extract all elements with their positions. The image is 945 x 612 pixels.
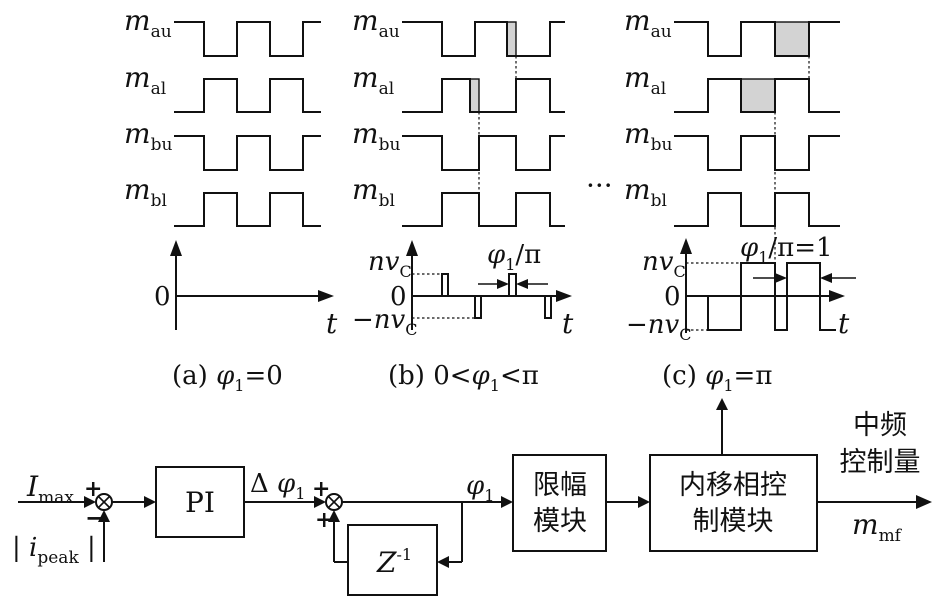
panel-b-waveforms xyxy=(402,21,565,227)
label-m-bu-b: mbu xyxy=(352,117,400,155)
label-m-bu-c: mbu xyxy=(624,117,672,155)
pi-block xyxy=(155,466,245,538)
panel-c-waveforms xyxy=(674,21,840,263)
arrow-pi-sum2 xyxy=(314,496,326,508)
arrow-sum1-pi xyxy=(144,496,156,508)
arrowhead-left-b xyxy=(497,279,509,289)
delay-label: Z-1 xyxy=(376,545,412,579)
caption-a: (a) φ1=0 xyxy=(172,361,283,395)
output-title-line2: 控制量 xyxy=(840,447,921,478)
summer-1-plus: + xyxy=(84,476,102,502)
y-arrow-b xyxy=(406,240,418,256)
delay-block xyxy=(347,524,438,596)
wave-m-au-b xyxy=(402,21,565,57)
shade-m-al-c xyxy=(740,78,776,113)
arrow-z-sum2 xyxy=(328,510,340,522)
label-m-al-b: mal xyxy=(352,61,394,99)
x-arrow-b xyxy=(556,290,572,302)
panel-a-output-axes: 0 t xyxy=(154,240,338,340)
pos-level-b: nvC xyxy=(368,247,412,281)
output-square-c xyxy=(707,262,836,331)
shade-m-au-b xyxy=(506,21,517,57)
wave-m-bu-c xyxy=(674,135,840,171)
output-pulse-b xyxy=(412,273,552,319)
neg-level-c: −nvC xyxy=(626,310,691,344)
wave-m-bl-b xyxy=(402,192,565,227)
phase-control-block xyxy=(649,454,818,552)
summer-2-plus-top: + xyxy=(312,476,330,502)
label-m-bu-a: mbu xyxy=(124,117,172,155)
neg-level-b: −nvC xyxy=(352,305,417,339)
pos-level-c: nvC xyxy=(642,247,686,281)
limiter-label-line2: 模块 xyxy=(533,506,587,537)
label-m-al-a: mal xyxy=(124,61,166,99)
label-m-bl-b: mbl xyxy=(352,173,395,211)
arrow-ref-in xyxy=(84,496,96,508)
arrowhead-right-c xyxy=(820,273,832,283)
x-arrow-a xyxy=(318,290,334,302)
summer-2-plus-bottom: + xyxy=(315,507,333,533)
panel-a-signal-labels: mau mal mbu mbl xyxy=(124,4,172,211)
wave-m-bl-a xyxy=(174,192,321,227)
wave-m-al-b xyxy=(402,78,565,113)
y-arrow-a xyxy=(170,240,182,256)
y-arrow-c xyxy=(680,238,692,254)
arrow-fb-in xyxy=(98,510,110,522)
delta-phi-label: Δ φ1 xyxy=(250,469,305,503)
shade-m-al-b xyxy=(469,78,480,113)
t-label-a: t xyxy=(326,307,338,340)
arrow-output xyxy=(916,495,932,509)
arrowhead-right-b xyxy=(516,279,528,289)
zero-label-b: 0 xyxy=(390,282,407,312)
panel-a-waveforms xyxy=(174,21,321,227)
caption-b: (b) 0<φ1<π xyxy=(388,361,539,395)
t-label-c: t xyxy=(838,307,850,340)
wave-m-bl-c xyxy=(674,192,840,227)
panel-c-output-axes: nvC 0 −nvC t φ1/π=1 xyxy=(626,233,856,344)
zero-label-a: 0 xyxy=(154,282,171,312)
block-diagram: Imax | ipeak | + − PI Δ φ1 + + φ1 xyxy=(12,398,932,596)
arrowhead-left-c xyxy=(775,273,787,283)
arrow-phase-up xyxy=(716,398,728,410)
summer-1-x2 xyxy=(97,495,111,509)
wave-m-al-a xyxy=(174,78,321,113)
phi1-label: φ1 xyxy=(466,471,494,505)
t-label-b: t xyxy=(562,307,574,340)
x-arrow-c xyxy=(829,290,845,302)
shade-m-au-c xyxy=(774,21,810,57)
wave-m-au-a xyxy=(174,21,321,57)
wave-m-bu-a xyxy=(174,135,321,171)
output-signal-label: mmf xyxy=(852,508,903,546)
zero-label-c: 0 xyxy=(664,282,681,312)
limiter-label-line1: 限幅 xyxy=(533,470,587,501)
ellipsis: ··· xyxy=(586,169,613,202)
wave-m-bu-b xyxy=(402,135,565,171)
panel-b-output-axes: nvC 0 −nvC t φ1/π xyxy=(352,240,574,340)
label-m-au-c: mau xyxy=(624,4,672,42)
output-title-line1: 中频 xyxy=(853,410,907,441)
panel-c-signal-labels: mau mal mbu mbl xyxy=(624,4,672,211)
wave-m-au-c xyxy=(674,21,840,57)
label-m-bl-c: mbl xyxy=(624,173,667,211)
annotation-b: φ1/π xyxy=(487,240,541,274)
pi-label: PI xyxy=(185,486,215,519)
label-m-al-c: mal xyxy=(624,61,666,99)
summer-2-x2 xyxy=(327,495,341,509)
label-m-au-a: mau xyxy=(124,4,172,42)
arrow-fb-to-z xyxy=(437,556,449,568)
phase-control-label-line1: 内移相控 xyxy=(679,470,787,501)
panel-b-signal-labels: mau mal mbu mbl xyxy=(352,4,400,211)
arrow-limiter-phase xyxy=(638,496,650,508)
limiter-block xyxy=(512,454,607,552)
summer-1-minus: − xyxy=(85,503,105,532)
arrow-sum2-limiter xyxy=(501,496,513,508)
caption-c: (c) φ1=π xyxy=(662,361,772,395)
phase-control-label-line2: 制模块 xyxy=(693,506,774,537)
wave-m-al-c xyxy=(674,78,840,113)
label-m-au-b: mau xyxy=(352,4,400,42)
input-fb-label: | ipeak | xyxy=(12,533,96,568)
label-m-bl-a: mbl xyxy=(124,173,167,211)
annotation-c: φ1/π=1 xyxy=(740,233,833,267)
